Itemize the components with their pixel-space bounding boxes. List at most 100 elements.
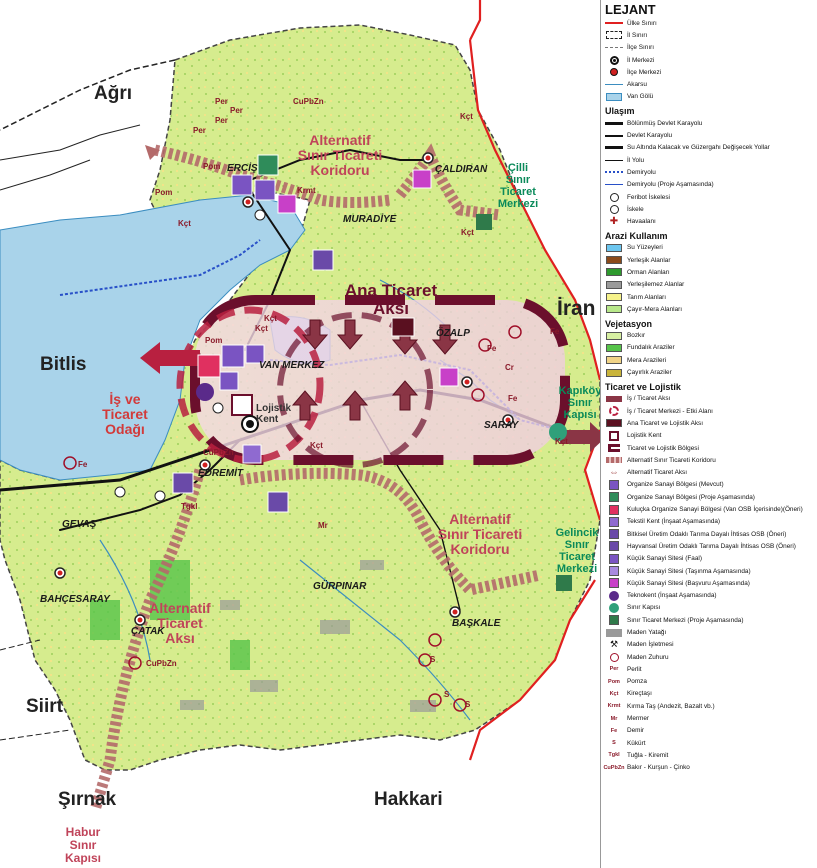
map-canvas [0,0,600,812]
district-gevas: GEVAŞ [62,519,97,530]
mineral-kct: Kçt [555,437,568,446]
legend-arazi-title: Arazi Kullanım [605,230,668,241]
legend-symbol-icon [604,167,624,177]
legend-row-tekstil-kent-i-n-aat-a-amas-nda: Tekstil Kent (İnşaat Aşamasında) [604,516,817,528]
province-bitlis: Bitlis [40,354,87,375]
legend-label: Akarsu [627,81,647,89]
legend-row-s-n-r-kap-s: Sınır Kapısı [604,602,817,614]
legend-label: Van Gölü [627,93,654,101]
legend-label: Fundalık Araziler [627,344,675,352]
mineral-fe: Fe [78,460,88,469]
legend-symbol-icon: ⚒ [609,639,619,650]
legend-label: Teknokent (İnşaat Aşamasında) [627,592,717,600]
legend-label: Maden Zuhuru [627,653,669,661]
province-hakkari: Hakkari [374,789,443,810]
legend-symbol-icon [604,331,624,341]
legend-symbol-icon [604,18,624,28]
legend-symbol-icon [604,92,624,102]
kapikoy-gate-icon [549,423,567,441]
mineral-per: Per [215,97,228,106]
mineral-mr: Mr [318,521,328,530]
legend-row-organize-sanayi-b-lgesi-proje-a-amas-nda: Organize Sanayi Bölgesi (Proje Aşamasınd… [604,491,817,503]
legend-label: Kuluçka Organize Sanayi Bölgesi (Van OSB… [627,506,803,514]
legend-label: Su Altında Kalacak ve Güzergahı Değişece… [627,144,770,152]
legend-label: Küçük Sanayi Sitesi (Taşınma Aşamasında) [627,567,751,575]
legend-symbol-icon [604,280,624,290]
legend-symbol-icon [604,304,624,314]
legend-row-alternatif-s-n-r-ticareti-koridoru: Alternatif Sınır Ticareti Koridoru [604,454,817,466]
legend-symbol-icon: ✚ [609,215,619,227]
legend-row-ticaret-ve-lojistik-b-lgesi: Ticaret ve Lojistik Bölgesi [604,442,817,454]
legend-mineral-label: Tuğla - Kiremit [627,751,669,759]
mineral-per: Per [230,106,243,115]
legend-mineral-code: CuPbZn [603,764,625,771]
mineral-cupbzn: CuPbZn [203,448,234,457]
legend-label: Ana Ticaret ve Lojistik Aksı [627,419,704,427]
legend-label: Su Yüzeyleri [627,244,663,252]
label-north-corridor: Alternatif Sınır Ticareti Koridoru [297,132,383,178]
legend-veg-title: Vejetasyon [605,318,653,329]
mineral-cr: Cr [505,363,514,372]
legend-row-havaalan: ✚Havaalanı [604,215,817,227]
main-trade-area [190,295,570,465]
district-saray: SARAY [484,420,519,431]
legend-symbol-icon [604,553,624,564]
legend-label: Küçük Sanayi Sitesi (Başvuru Aşamasında) [627,579,750,587]
legend-symbol-icon [604,43,624,53]
legend-row-bitkisel-retim-odakl-tar-ma-dayal-i-htisas-osb-neri: Bitkisel Üretim Odaklı Tarıma Dayalı İht… [604,528,817,540]
legend-label: Demiryolu (Proje Aşamasında) [627,181,714,189]
province-agri: Ağrı [94,83,132,104]
legend-symbol-icon [604,479,624,490]
legend-label: Alternatif Ticaret Aksı [627,469,688,477]
legend-symbol-icon [604,343,624,353]
legend-row-kulu-ka-organize-sanayi-b-lgesi-van-osb-i-erisinde-neri: Kuluçka Organize Sanayi Bölgesi (Van OSB… [604,503,817,515]
legend-row-i-ticaret-merkezi-etki-alan: İş / Ticaret Merkezi - Etki Alanı [604,405,817,417]
legend-ulasim-title: Ulaşım [605,106,635,117]
legend-symbol-icon [604,406,624,417]
legend-row-lojistik-kent: Lojistik Kent [604,430,817,442]
legend-row-b-l-nm-devlet-karayolu: Bölünmüş Devlet Karayolu [604,117,817,129]
mineral-fe: Fe [508,394,518,403]
legend-symbol-icon [604,578,624,589]
legend-label: Ticaret ve Lojistik Bölgesi [627,444,699,452]
legend-symbol-icon [604,180,624,190]
legend-symbol-icon [604,292,624,302]
legend-row-tar-m-alanlar: Tarım Alanları [604,291,817,303]
legend-row-maden-yata: Maden Yatağı [604,626,817,638]
mineral-cupbzn: CuPbZn [146,659,177,668]
legend-row-maden-i-letmesi: ⚒Maden İşletmesi [604,639,817,651]
legend-row-i-l-e-merkezi: İlçe Merkezi [604,66,817,78]
legend-symbol-icon [604,204,624,214]
cilli-stm-icon [476,214,492,230]
legend-symbol-icon [604,430,624,441]
legend-mineral-code: Fe [610,727,618,734]
legend-label: İlçe Sınırı [627,44,654,52]
legend-label: İskele [627,205,644,213]
mineral-s: S [444,690,450,699]
country-iran: İran [557,297,596,320]
legend-label: Küçük Sanayi Sitesi (Faal) [627,555,702,563]
legend-label: Mera Arazileri [627,356,667,364]
district-edremit: EDREMİT [198,468,243,479]
mineral-per: Per [215,116,228,125]
mineral-kct: Kçt [310,441,323,450]
legend-row-hayvansal-retim-odakl-tar-ma-dayal-i-htisas-osb-neri: Hayvansal Üretim Odaklı Tarıma Dayalı İh… [604,540,817,552]
legend-label: Bölünmüş Devlet Karayolu [627,119,703,127]
legend-symbol-icon [604,80,624,90]
mineral-cupbzn: CuPbZn [293,97,324,106]
legend-row-demiryolu-proje-a-amas-nda: Demiryolu (Proje Aşamasında) [604,179,817,191]
legend-mineral-code: Krmt [607,703,621,710]
label-cilli: Çilli Sınır Ticaret Merkezi [497,162,539,210]
legend-symbol-icon [604,118,624,128]
legend-symbol-icon [604,590,624,601]
district-muradiye: MURADİYE [343,214,397,225]
regional-map[interactable]: Ağrı Bitlis Siirt Şırnak Hakkari İran ER… [0,0,600,868]
legend-row-k-k-sanayi-sitesi-faal: Küçük Sanayi Sitesi (Faal) [604,553,817,565]
